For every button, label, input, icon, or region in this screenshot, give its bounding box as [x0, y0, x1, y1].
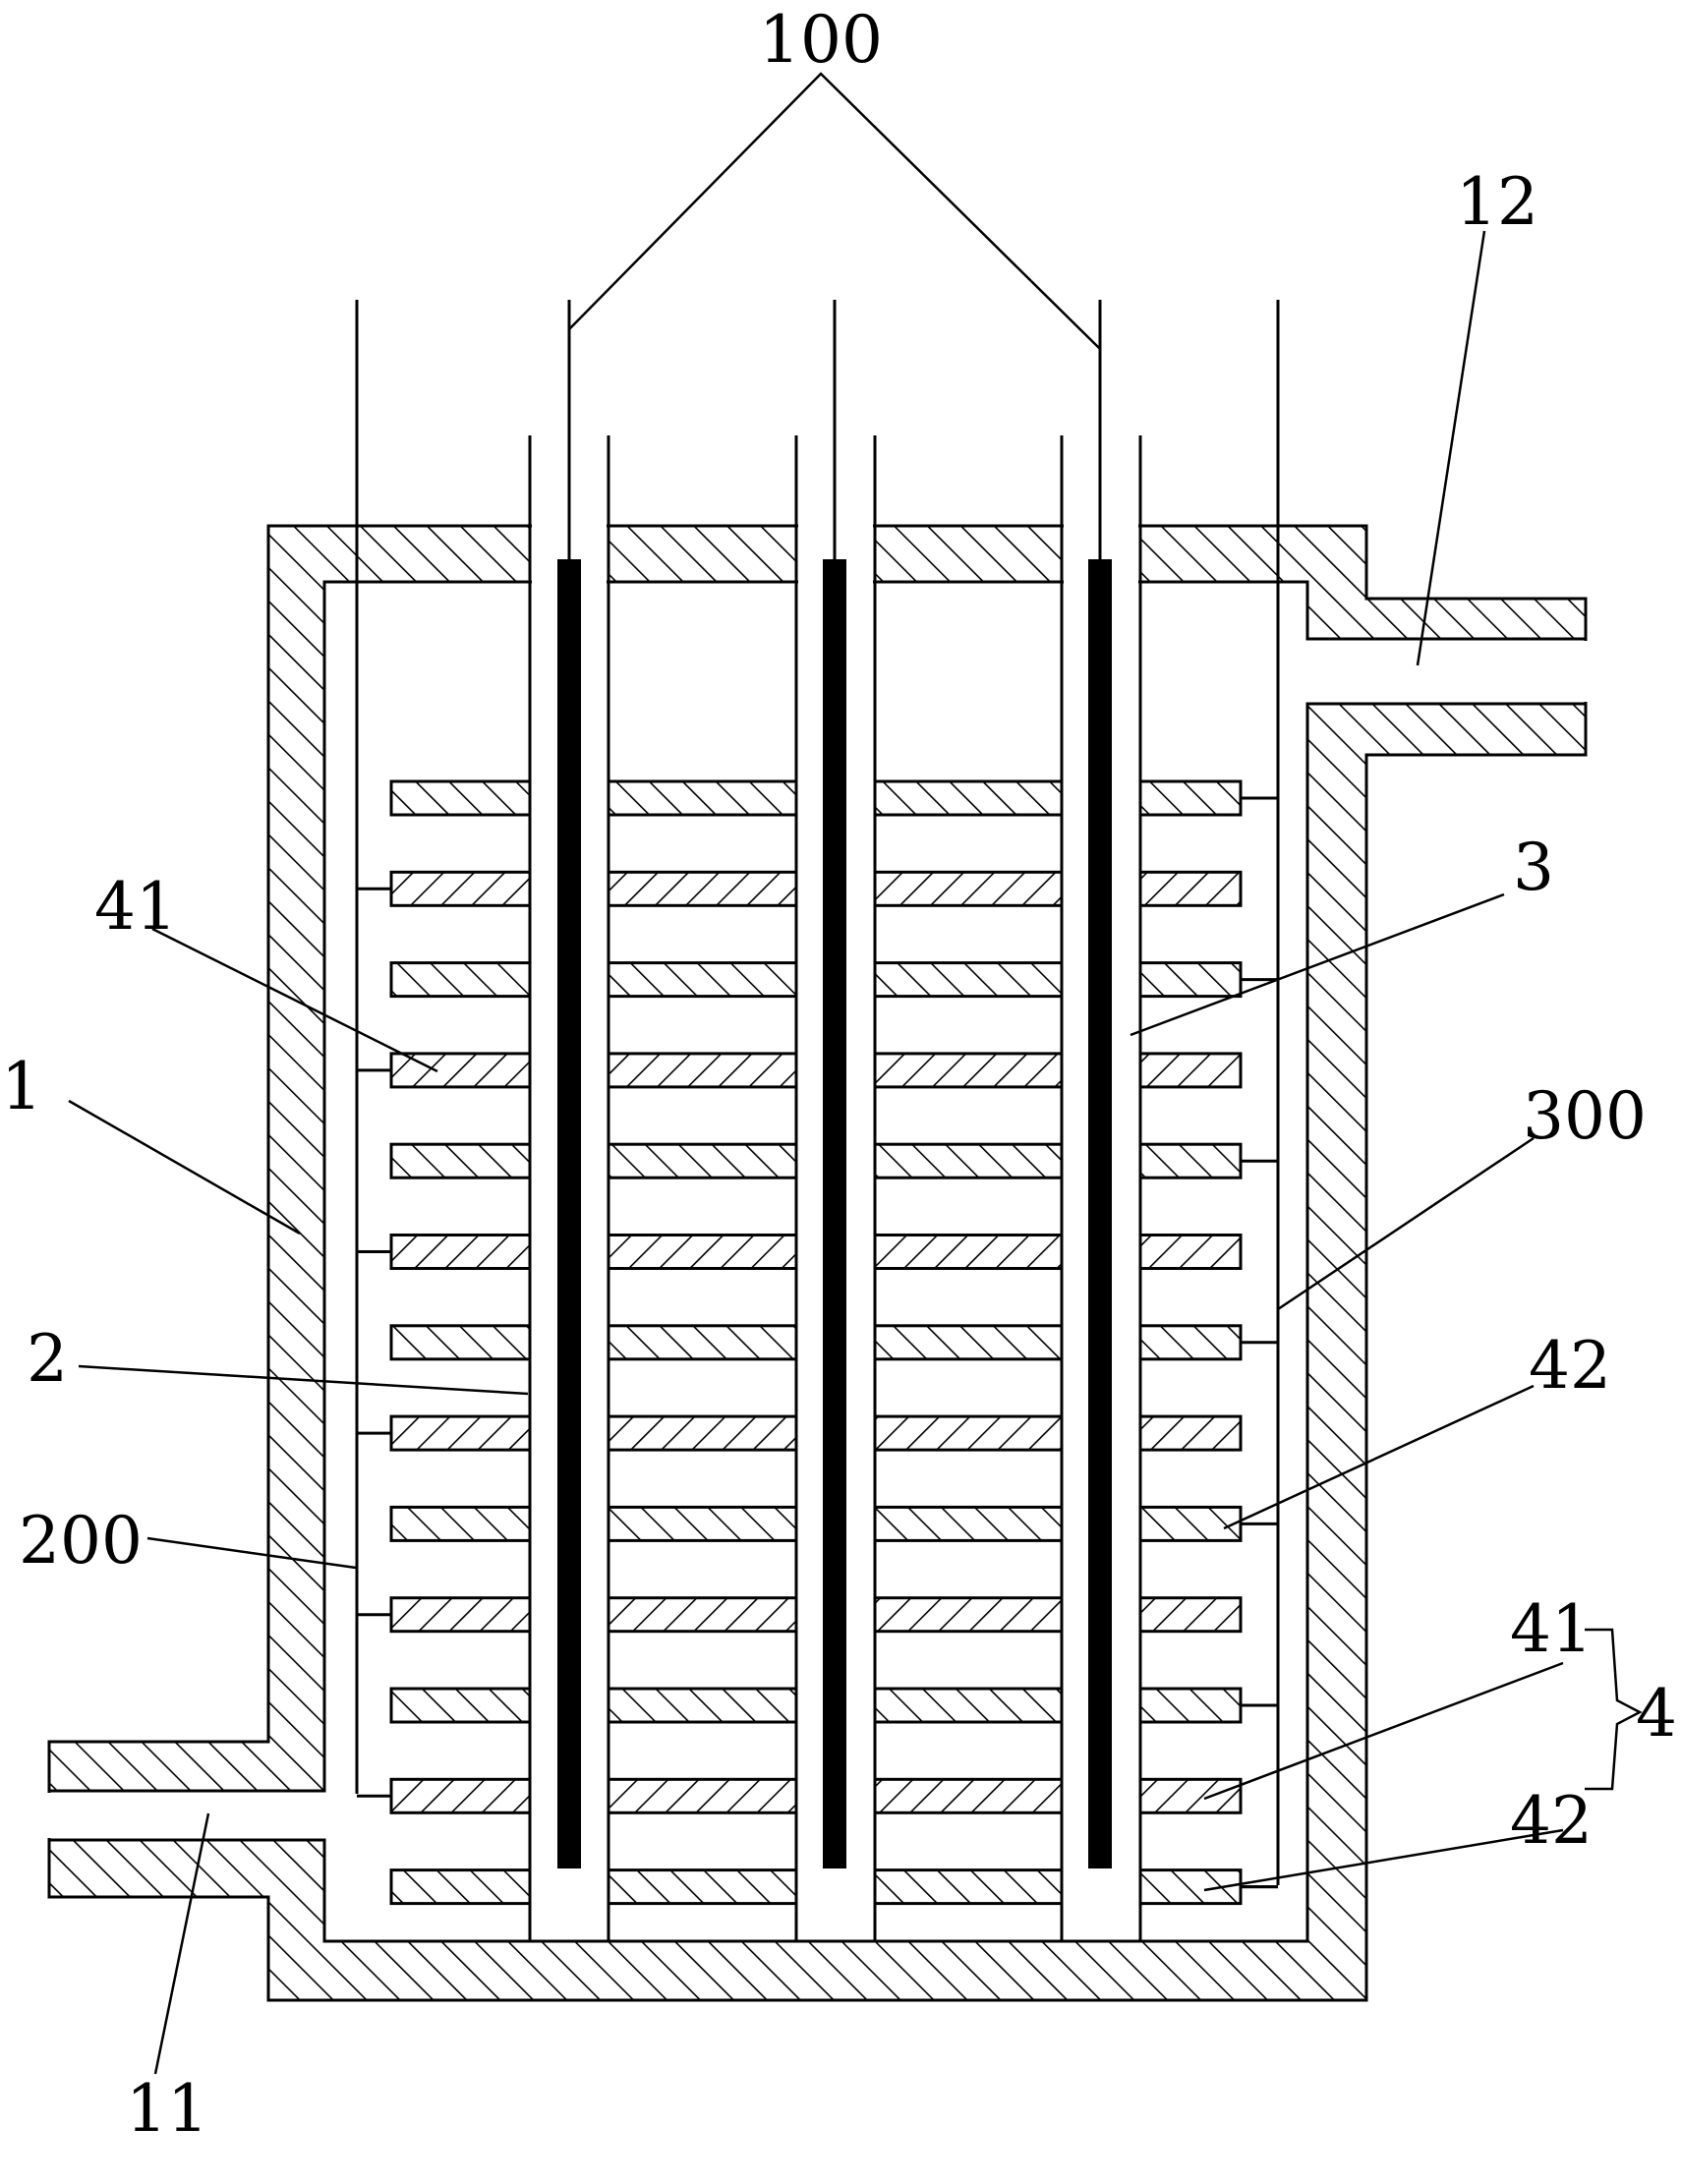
plate-41-row-10-seg-2 — [607, 1596, 798, 1634]
leader-200 — [146, 1536, 357, 1570]
plate-41-row-2-seg-1 — [389, 870, 532, 907]
leader-42-lower — [1203, 1828, 1564, 1892]
leader-12 — [1416, 230, 1486, 666]
plate-42-row-13-seg-1 — [389, 1868, 532, 1906]
plate-41-row-2-seg-2 — [607, 870, 798, 907]
plate-41-row-2-seg-4 — [1138, 870, 1243, 907]
electrode-rod-3 — [1088, 559, 1112, 1868]
leader-11 — [153, 1812, 210, 2075]
label-41-upper: 41 — [94, 869, 177, 945]
plate-42-row-11-seg-3 — [873, 1687, 1064, 1724]
plate-42-row-9-seg-3 — [873, 1505, 1064, 1542]
label-42-lower: 42 — [1510, 1783, 1593, 1859]
plate-42-row-11-seg-1 — [389, 1687, 532, 1724]
electrode-rods — [557, 559, 1112, 1868]
plate-41-row-10-seg-4 — [1138, 1596, 1243, 1634]
plate-41-row-4-seg-2 — [607, 1052, 798, 1089]
plate-41-row-6-seg-2 — [607, 1234, 798, 1270]
plate-42-row-7-seg-4 — [1138, 1324, 1243, 1361]
label-4: 4 — [1636, 1676, 1677, 1752]
plate-42-row-7-seg-2 — [607, 1324, 798, 1361]
plate-42-row-7-seg-1 — [389, 1324, 532, 1361]
plate-41-row-6-seg-3 — [873, 1234, 1064, 1270]
plate-42-row-5-seg-1 — [389, 1142, 532, 1179]
electrode-plates — [389, 779, 1243, 1906]
leader-1 — [68, 1099, 301, 1236]
plate-41-row-12-seg-1 — [389, 1777, 532, 1814]
leader-100 — [568, 72, 1101, 350]
plate-41-row-6-seg-4 — [1138, 1234, 1243, 1270]
plate-41-row-12-seg-2 — [607, 1777, 798, 1814]
plate-42-row-11-seg-2 — [607, 1687, 798, 1724]
plate-41-row-4-seg-3 — [873, 1052, 1064, 1089]
plate-42-row-9-seg-2 — [607, 1505, 798, 1542]
label-11: 11 — [126, 2071, 208, 2147]
plate-41-row-10-seg-3 — [873, 1596, 1064, 1634]
plate-41-row-12-seg-4 — [1138, 1777, 1243, 1814]
plate-42-row-5-seg-4 — [1138, 1142, 1243, 1179]
plate-41-row-8-seg-3 — [873, 1414, 1064, 1452]
leader-300 — [1277, 1136, 1535, 1311]
plate-42-row-3-seg-4 — [1138, 961, 1243, 999]
plate-42-row-13-seg-2 — [607, 1868, 798, 1906]
plate-41-row-8-seg-2 — [607, 1414, 798, 1452]
leader-41-lower — [1203, 1661, 1564, 1801]
electrode-leads — [567, 300, 1102, 560]
label-200: 200 — [19, 1503, 143, 1579]
plate-42-row-1-seg-3 — [873, 779, 1064, 817]
electrode-rod-2 — [823, 559, 846, 1868]
label-12: 12 — [1456, 164, 1538, 240]
plate-42-row-1-seg-2 — [607, 779, 798, 817]
label-1: 1 — [1, 1049, 42, 1124]
label-41-lower: 41 — [1510, 1591, 1593, 1667]
plate-42-row-7-seg-3 — [873, 1324, 1064, 1361]
outlet-opening — [1584, 641, 1588, 702]
bus-lines — [355, 300, 1280, 1885]
plate-42-row-3-seg-2 — [607, 961, 798, 999]
plate-42-row-3-seg-3 — [873, 961, 1064, 999]
plate-42-row-13-seg-3 — [873, 1868, 1064, 1906]
leader-lines — [68, 72, 1643, 2075]
plate-42-row-9-seg-1 — [389, 1505, 532, 1542]
plate-42-row-1-seg-1 — [389, 779, 532, 817]
plate-42-row-1-seg-4 — [1138, 779, 1243, 817]
separator-sleeves — [528, 435, 1142, 1941]
plate-42-row-5-seg-2 — [607, 1142, 798, 1179]
plate-41-row-6-seg-1 — [389, 1234, 532, 1270]
plate-41-row-10-seg-1 — [389, 1596, 532, 1634]
leader-41-upper — [151, 927, 438, 1073]
leader-3 — [1130, 892, 1505, 1037]
electrode-rod-1 — [557, 559, 581, 1868]
inlet-opening — [47, 1793, 51, 1838]
plate-41-row-12-seg-3 — [873, 1777, 1064, 1814]
label-2: 2 — [27, 1321, 68, 1397]
leader-2 — [78, 1364, 529, 1396]
plate-41-row-8-seg-1 — [389, 1414, 532, 1452]
plate-42-row-5-seg-3 — [873, 1142, 1064, 1179]
label-42-upper: 42 — [1529, 1328, 1611, 1404]
plate-42-row-11-seg-4 — [1138, 1687, 1243, 1724]
plate-41-row-4-seg-4 — [1138, 1052, 1243, 1089]
brace-4 — [1585, 1628, 1643, 1791]
plate-41-row-8-seg-4 — [1138, 1414, 1243, 1452]
label-100: 100 — [759, 2, 883, 78]
label-3: 3 — [1513, 830, 1554, 905]
plate-42-row-9-seg-4 — [1138, 1505, 1243, 1542]
bus-ticks — [357, 796, 1278, 1889]
plate-41-row-2-seg-3 — [873, 870, 1064, 907]
leader-42-upper — [1223, 1384, 1535, 1530]
plate-42-row-3-seg-1 — [389, 961, 532, 999]
label-300: 300 — [1523, 1078, 1647, 1154]
